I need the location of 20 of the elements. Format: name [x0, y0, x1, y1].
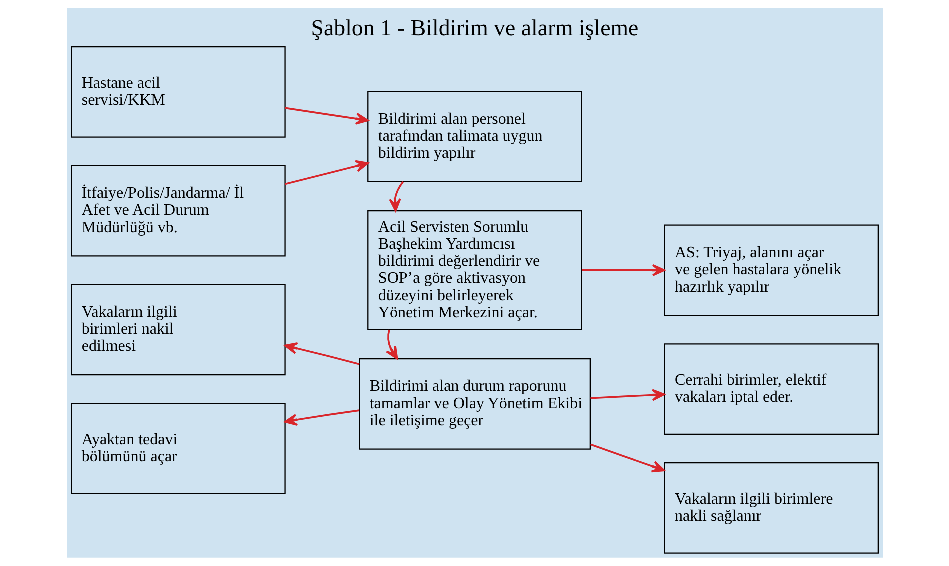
node-box: AS: Triyaj, alanını açar ve gelen hastalara yönelik hazırlık yapılır — [664, 224, 878, 316]
node-box: Bildirimi alan durum raporunu tamamlar ve Olay Yönetim Ekibi ile iletişime geçer — [358, 358, 590, 450]
node-box: İtfaiye/Polis/Jandarma/ İl Afet ve Acil Durum Müdürlüğü vb. — [70, 165, 286, 257]
node-box: Cerrahi birimler, elektif vakaları iptal eder. — [664, 344, 878, 435]
arrow — [284, 410, 360, 426]
arrow — [388, 181, 404, 212]
node-box: Ayaktan tedavi bölümünü açar — [70, 403, 286, 494]
diagram-title: Şablon 1 - Bildirim ve alarm işleme — [310, 16, 638, 41]
node-box: Hastane acil servisi/KKM — [70, 46, 286, 138]
node-box: Bildirimi alan personel tarafından talimata uygun bildirim yapılır — [367, 91, 582, 182]
arrow — [284, 107, 368, 125]
arrow — [581, 264, 665, 276]
arrow — [590, 389, 665, 402]
arrow — [385, 330, 398, 360]
node-box: Acil Servisten Sorumlu Başhekim Yardımcısı bildirimi değerlendirir ve SOP’a göre aktivasyon düzeyini belirleyerek Yönetim Merkezini açar. — [367, 210, 582, 330]
node-box: Vakaların ilgili birimlere nakli sağlanır — [664, 462, 878, 554]
arrow — [284, 160, 368, 186]
arrow — [284, 342, 360, 366]
node-box: Vakaların ilgili birimleri nakil edilmesi — [70, 284, 286, 376]
arrow — [590, 444, 665, 473]
